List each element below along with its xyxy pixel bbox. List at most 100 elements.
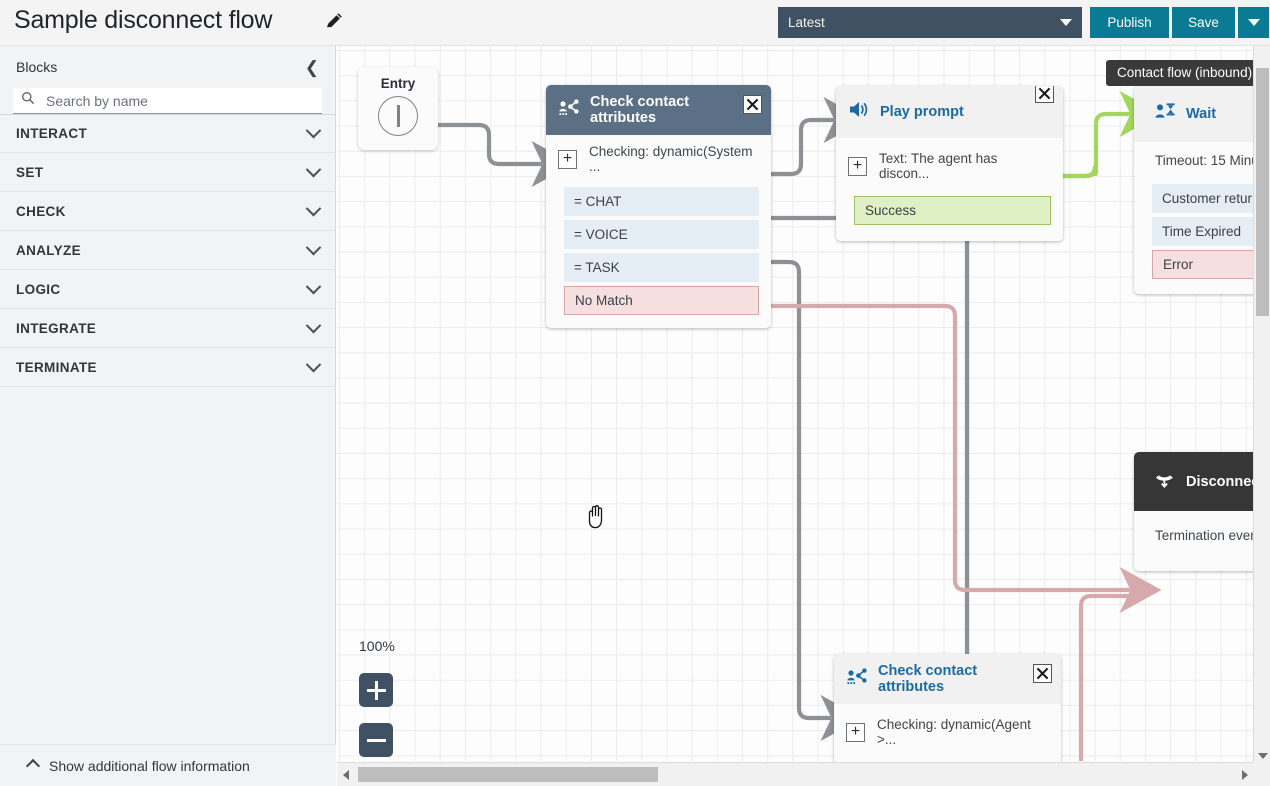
chevron-down-icon [305,239,322,255]
node-parameter-row[interactable]: + Checking: dynamic(System ... [546,135,771,183]
category-label: LOGIC [16,281,61,297]
canvas-grid [337,46,1270,761]
version-select[interactable]: Latest [778,7,1082,38]
scroll-down-arrow-icon[interactable] [1258,753,1268,759]
node-port-chat[interactable]: = CHAT [564,187,759,216]
node-port-voice[interactable]: = VOICE [564,220,759,249]
scroll-left-arrow-icon[interactable] [343,770,349,780]
close-icon[interactable] [743,95,762,114]
flow-type-tooltip: Contact flow (inbound) [1106,60,1264,86]
node-port-no-match[interactable]: No Match [564,286,759,315]
zoom-out-button[interactable] [359,723,393,757]
node-port-time-expired[interactable]: Time Expired [1152,217,1270,246]
node-header: Play prompt [836,86,1063,138]
plus-icon[interactable]: + [846,722,865,742]
node-body: + Text: The agent has discon... Success [836,138,1063,241]
search-row[interactable] [13,88,322,114]
close-icon[interactable] [1035,86,1054,103]
node-parameter-row[interactable]: Timeout: 15 Minu [1134,142,1270,180]
sidebar-header: Blocks ❮ [0,46,335,88]
category-label: INTEGRATE [16,320,97,336]
chevron-up-icon [25,758,41,773]
scrollbar-corner [1253,762,1270,786]
minus-icon [366,738,386,742]
node-header: Wait [1134,85,1270,142]
sidebar-category-terminate[interactable]: TERMINATE [0,348,335,387]
vertical-scrollbar-thumb[interactable] [1256,68,1269,316]
scroll-right-arrow-icon[interactable] [1242,770,1248,780]
node-port-error[interactable]: Error [1152,250,1270,279]
node-parameter-text: Termination event [1155,528,1262,543]
category-label: INTERACT [16,126,88,141]
port-label: Success [865,203,917,218]
port-label: Time Expired [1162,224,1242,239]
horizontal-scrollbar[interactable] [337,762,1270,786]
port-label: Error [1163,257,1193,272]
port-label: = VOICE [574,227,628,242]
sidebar-category-interact[interactable]: INTERACT [0,114,335,153]
node-entry[interactable]: Entry [358,67,438,150]
port-label: No Match [575,293,633,308]
zoom-in-button[interactable] [359,673,393,707]
node-check-contact-attributes-1[interactable]: Check contact attributes + Checking: dyn… [546,85,771,328]
show-additional-label: Show additional flow information [49,757,250,774]
node-port-success[interactable]: Success [854,196,1051,225]
zoom-level-label: 100% [359,638,395,654]
node-header: Check contact attributes [546,85,771,135]
plus-icon[interactable]: + [848,156,867,176]
publish-button[interactable]: Publish [1090,7,1169,38]
category-label: CHECK [16,203,66,219]
node-port-customer-returned[interactable]: Customer retur [1152,184,1270,213]
node-parameter-row[interactable]: Termination event [1134,511,1270,571]
vertical-scrollbar[interactable] [1253,46,1270,786]
plus-icon[interactable]: + [558,149,577,169]
search-input[interactable] [44,91,322,110]
pencil-icon[interactable] [324,12,343,31]
node-parameter-text: Text: The agent has discon... [879,151,998,181]
save-options-button[interactable] [1238,7,1269,38]
category-label: ANALYZE [16,242,81,258]
node-body: + Checking: dynamic(Agent >... [834,704,1061,765]
node-parameter-text: Checking: dynamic(System ... [589,144,753,174]
node-body: Termination event [1134,511,1270,571]
horizontal-scrollbar-thumb[interactable] [358,767,658,782]
category-label: SET [16,164,44,180]
page-title: Sample disconnect flow [14,6,273,34]
node-title: Disconnect [1186,473,1265,490]
node-body: Timeout: 15 Minu Customer retur Time Exp… [1134,142,1270,294]
entry-circle [378,96,418,136]
node-title: Check contact attributes [878,663,978,695]
speaker-icon [848,100,870,124]
save-button[interactable]: Save [1172,7,1235,38]
node-play-prompt[interactable]: Play prompt + Text: The agent has discon… [836,86,1063,241]
block-category-list: INTERACT SET CHECK ANALYZE LOGIC INTEGRA… [0,114,335,387]
node-title: Play prompt [880,104,964,120]
entry-connector-stub [397,105,400,127]
connector-edges [398,90,1162,761]
node-wait[interactable]: Wait Timeout: 15 Minu Customer retur Tim… [1134,85,1270,294]
top-bar: Sample disconnect flow Latest Publish Sa… [0,0,1270,46]
sidebar-category-integrate[interactable]: INTEGRATE [0,309,335,348]
flow-canvas[interactable]: Entry [337,46,1270,786]
chevron-down-icon [305,356,322,372]
sidebar-category-analyze[interactable]: ANALYZE [0,231,335,270]
chevron-down-icon [305,122,322,139]
node-disconnect[interactable]: Disconnect Termination event [1134,452,1270,571]
sidebar-category-check[interactable]: CHECK [0,192,335,231]
hangup-phone-icon [1154,470,1176,493]
node-parameter-row[interactable]: + Checking: dynamic(Agent >... [834,704,1061,765]
node-port-task[interactable]: = TASK [564,253,759,282]
contact-attributes-icon [846,667,868,691]
sidebar-category-logic[interactable]: LOGIC [0,270,335,309]
chevron-left-icon[interactable]: ❮ [304,57,319,77]
chevron-down-icon [305,200,322,216]
node-title: Wait [1186,106,1217,122]
blocks-sidebar: Blocks ❮ INTERACT SET CHECK ANALYZE [0,46,336,786]
chevron-down-icon [305,317,322,333]
chevron-down-icon [1060,19,1072,26]
node-check-contact-attributes-2[interactable]: Check contact attributes + Checking: dyn… [834,654,1061,765]
close-icon[interactable] [1033,664,1052,683]
show-additional-flow-information-toggle[interactable]: Show additional flow information [0,744,336,786]
sidebar-category-set[interactable]: SET [0,153,335,192]
node-parameter-row[interactable]: + Text: The agent has discon... [836,138,1063,192]
